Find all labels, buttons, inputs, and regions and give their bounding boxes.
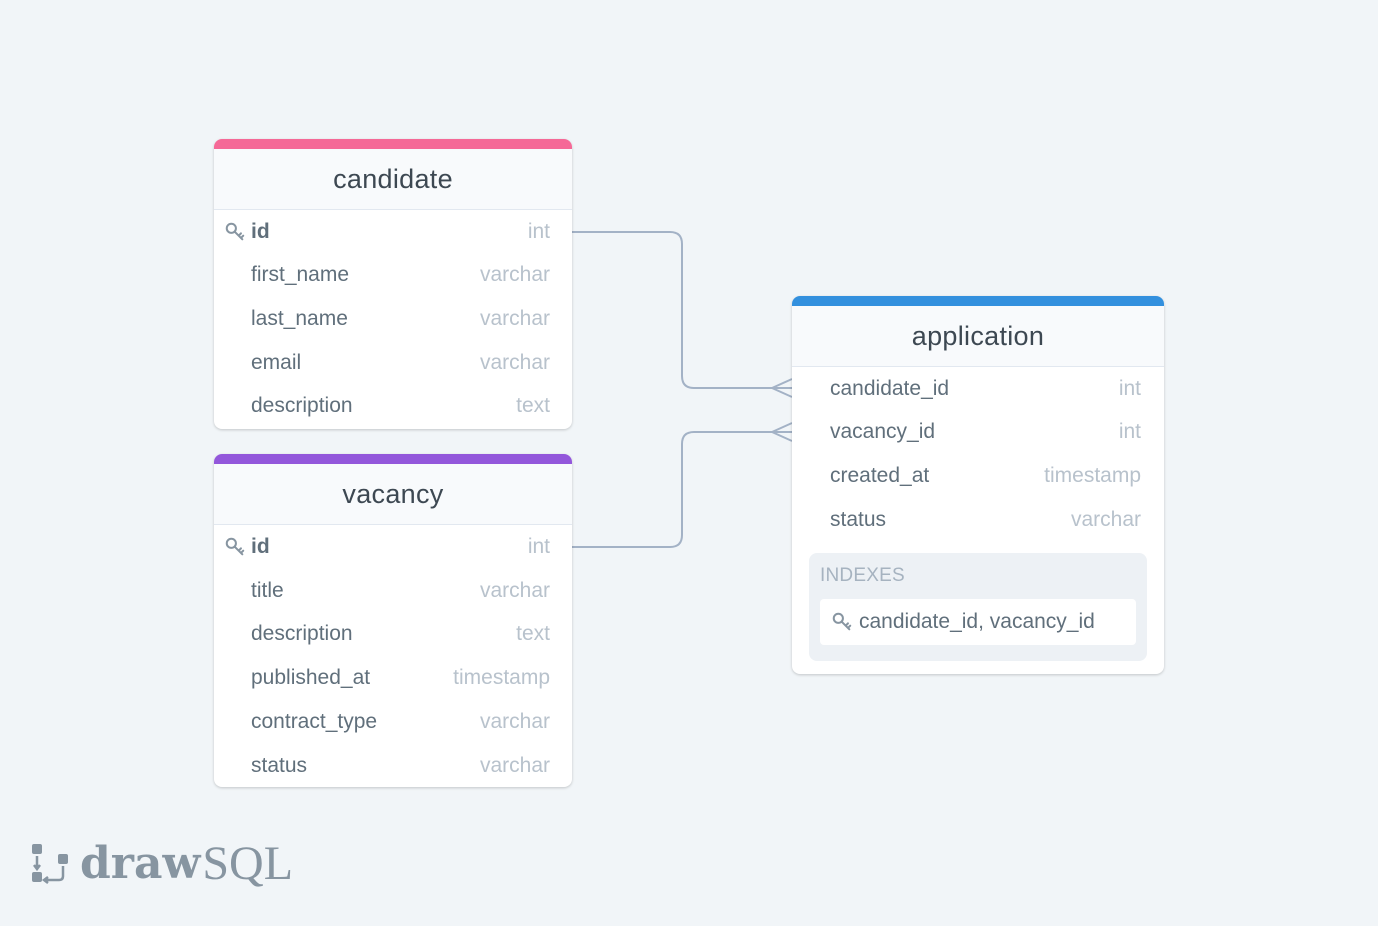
column-type: varchar xyxy=(479,753,550,777)
index-columns: candidate_id, vacancy_id xyxy=(859,610,1095,633)
column-type: varchar xyxy=(479,710,550,734)
relation-candidate-application xyxy=(572,231,792,389)
column-name: first_name xyxy=(251,263,350,287)
table-color-bar xyxy=(792,296,1164,306)
column-row[interactable]: title varchar xyxy=(214,569,572,613)
column-list: id int first_name varchar last_name varc… xyxy=(214,210,572,428)
table-candidate[interactable]: candidate id int first_name varchar last… xyxy=(214,139,572,429)
logo-text-draw: draw xyxy=(80,837,201,889)
column-row[interactable]: description text xyxy=(214,384,572,428)
column-name: description xyxy=(251,394,353,418)
column-type: varchar xyxy=(479,578,550,602)
table-color-bar xyxy=(214,454,572,464)
column-name: id xyxy=(251,534,270,558)
column-type: int xyxy=(527,534,550,558)
table-color-bar xyxy=(214,139,572,149)
column-name: vacancy_id xyxy=(830,420,936,444)
relation-vacancy-application xyxy=(572,431,792,548)
column-row[interactable]: candidate_id int xyxy=(792,367,1164,411)
column-type: timestamp xyxy=(453,666,550,690)
column-row[interactable]: status varchar xyxy=(214,744,572,787)
table-title[interactable]: vacancy xyxy=(214,464,572,525)
indexes-label: INDEXES xyxy=(820,565,905,586)
logo-text-sql: SQL xyxy=(202,836,294,890)
table-title[interactable]: application xyxy=(792,306,1164,367)
column-type: text xyxy=(516,394,550,418)
table-application[interactable]: application candidate_id int vacancy_id … xyxy=(792,296,1164,674)
column-row[interactable]: vacancy_id int xyxy=(792,411,1164,455)
key-icon xyxy=(225,222,245,241)
column-name: title xyxy=(251,578,284,602)
column-row[interactable]: last_name varchar xyxy=(214,297,572,341)
column-name: created_at xyxy=(830,463,930,487)
column-list: id int title varchar description text pu… xyxy=(214,525,572,787)
table-title[interactable]: candidate xyxy=(214,149,572,210)
column-name: published_at xyxy=(251,666,371,690)
column-type: int xyxy=(1118,376,1141,400)
column-type: int xyxy=(1118,420,1141,444)
column-row[interactable]: first_name varchar xyxy=(214,254,572,298)
column-row[interactable]: id int xyxy=(214,210,572,254)
drawsql-logo-mark-icon xyxy=(32,844,68,884)
column-name: candidate_id xyxy=(830,376,950,400)
index-item[interactable]: candidate_id, vacancy_id xyxy=(820,599,1136,645)
key-icon xyxy=(225,537,245,556)
column-type: varchar xyxy=(479,263,550,287)
column-name: last_name xyxy=(251,306,348,330)
column-name: id xyxy=(251,219,270,243)
column-row[interactable]: contract_type varchar xyxy=(214,700,572,744)
column-row[interactable]: id int xyxy=(214,525,572,569)
column-type: timestamp xyxy=(1044,463,1141,487)
key-icon xyxy=(832,612,852,631)
indexes-panel: INDEXES candidate_id, vacancy_id xyxy=(809,553,1147,661)
column-type: varchar xyxy=(479,306,550,330)
column-type: text xyxy=(516,622,550,646)
crowfoot-candidate-application xyxy=(771,378,793,398)
table-vacancy[interactable]: vacancy id int title varchar description… xyxy=(214,454,572,787)
column-name: status xyxy=(251,753,308,777)
column-row[interactable]: published_at timestamp xyxy=(214,656,572,700)
column-name: description xyxy=(251,622,353,646)
column-list: candidate_id int vacancy_id int created_… xyxy=(792,367,1164,541)
column-type: varchar xyxy=(1070,507,1141,531)
column-name: status xyxy=(830,507,887,531)
crowfoot-vacancy-application xyxy=(771,422,793,442)
column-name: contract_type xyxy=(251,710,378,734)
column-type: int xyxy=(527,219,550,243)
column-type: varchar xyxy=(479,350,550,374)
column-name: email xyxy=(251,350,302,374)
column-row[interactable]: created_at timestamp xyxy=(792,454,1164,498)
drawsql-logo: draw SQL xyxy=(30,836,294,890)
column-row[interactable]: status varchar xyxy=(792,498,1164,542)
column-row[interactable]: description text xyxy=(214,613,572,657)
column-row[interactable]: email varchar xyxy=(214,341,572,385)
